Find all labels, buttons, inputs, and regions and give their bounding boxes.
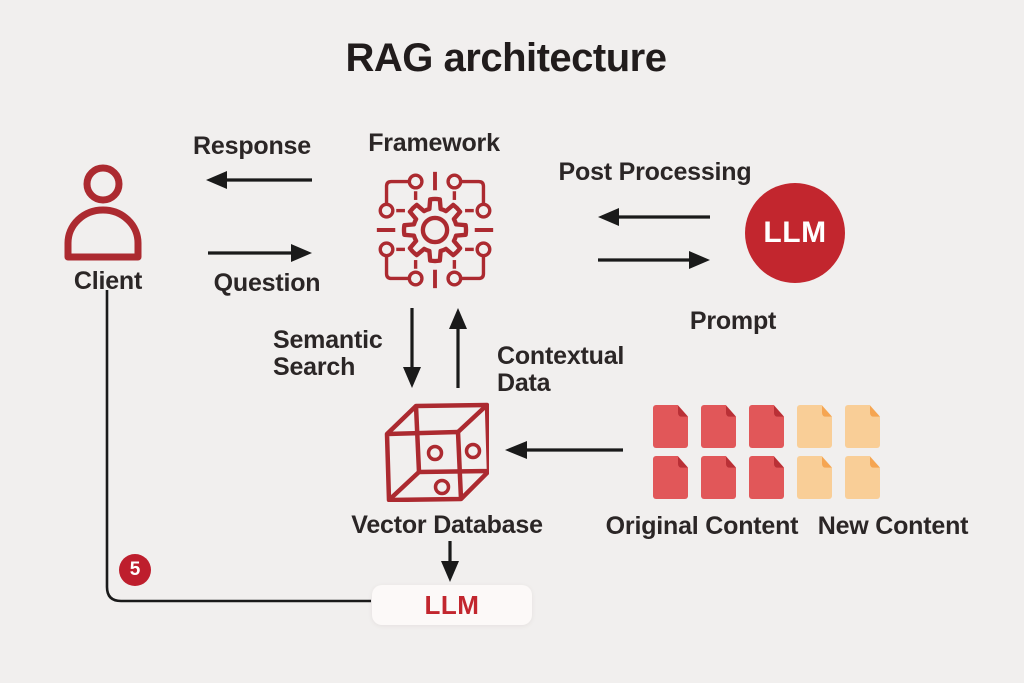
new-document-icon bbox=[797, 456, 832, 499]
semantic-search-label: Semantic Search bbox=[273, 327, 383, 381]
question-label: Question bbox=[213, 269, 321, 297]
contextual-data-line1: Contextual bbox=[497, 342, 625, 370]
semantic-search-line1: Semantic bbox=[273, 326, 383, 354]
document-grid bbox=[653, 405, 880, 499]
new-content-label: New Content bbox=[817, 512, 969, 540]
llm-box-node: LLM bbox=[372, 585, 532, 625]
framework-label: Framework bbox=[368, 129, 500, 157]
original-document-icon bbox=[701, 405, 736, 448]
response-arrow bbox=[206, 171, 312, 189]
llm-node-label: LLM bbox=[763, 216, 827, 249]
original-document-icon bbox=[701, 456, 736, 499]
new-document-icon bbox=[797, 405, 832, 448]
prompt-arrow bbox=[598, 251, 710, 269]
client-label: Client bbox=[73, 267, 143, 295]
llm-node: LLM bbox=[745, 183, 845, 283]
page-title: RAG architecture bbox=[345, 36, 667, 80]
question-arrow bbox=[208, 244, 312, 262]
person-icon bbox=[64, 164, 142, 261]
llm-box-label: LLM bbox=[424, 589, 480, 620]
step-badge-value: 5 bbox=[129, 559, 141, 580]
semantic-search-arrow bbox=[403, 308, 421, 388]
step-badge: 5 bbox=[119, 554, 151, 586]
post-processing-arrow bbox=[598, 208, 710, 226]
gear-network-icon bbox=[376, 171, 494, 289]
post-processing-label: Post Processing bbox=[558, 158, 752, 186]
content-to-vectordb-arrow bbox=[505, 441, 623, 459]
vectordb-to-llm-arrow bbox=[441, 541, 459, 582]
contextual-data-arrow bbox=[449, 308, 467, 388]
original-document-icon bbox=[749, 405, 784, 448]
original-document-icon bbox=[653, 405, 688, 448]
new-document-icon bbox=[845, 405, 880, 448]
new-document-icon bbox=[845, 456, 880, 499]
contextual-data-line2: Data bbox=[497, 369, 551, 397]
response-label: Response bbox=[193, 132, 311, 160]
original-document-icon bbox=[749, 456, 784, 499]
semantic-search-line2: Search bbox=[273, 353, 356, 381]
cube-icon bbox=[384, 402, 489, 502]
contextual-data-label: Contextual Data bbox=[497, 343, 624, 397]
vector-database-label: Vector Database bbox=[351, 511, 543, 539]
prompt-label: Prompt bbox=[689, 307, 777, 335]
original-content-label: Original Content bbox=[605, 512, 799, 540]
original-document-icon bbox=[653, 456, 688, 499]
